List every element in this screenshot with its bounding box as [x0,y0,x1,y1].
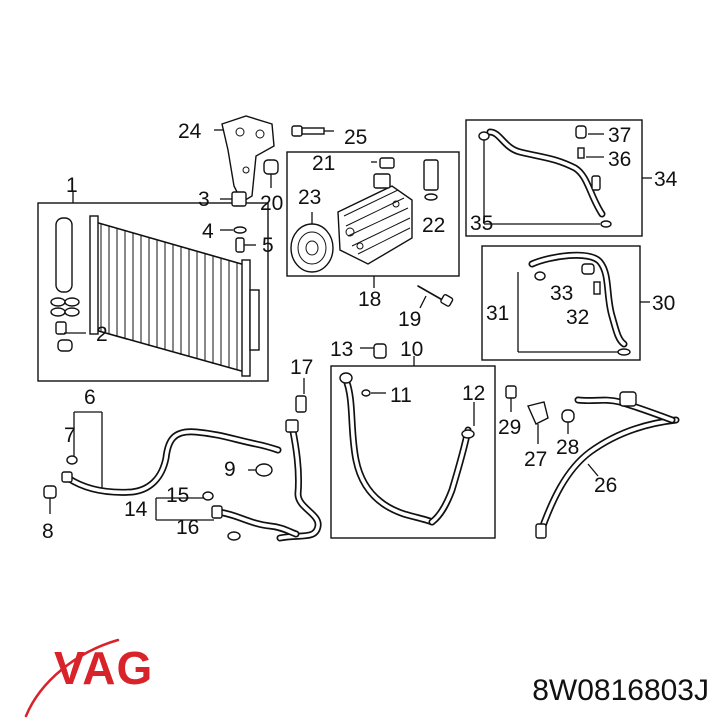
bracket-bolt [291,125,334,137]
callout-10: 10 [400,338,423,361]
bushing [263,159,279,188]
callout-20: 20 [260,192,283,215]
callout-35: 35 [470,212,493,235]
o-ring-4 [220,226,247,234]
condenser-right-tank [241,259,251,377]
compressor-group-frame [286,151,460,277]
callout-27: 27 [524,448,547,471]
condenser-group [37,192,269,382]
callout-13: 13 [330,338,353,361]
callout-18: 18 [358,288,381,311]
callout-25: 25 [344,126,367,149]
compressor-group [286,151,460,288]
callout-5: 5 [262,234,274,257]
callout-26: 26 [594,474,617,497]
callout-36: 36 [608,148,631,171]
compressor-bracket [214,115,275,203]
mount-bolt [360,343,387,359]
callout-16: 16 [176,516,199,539]
suction-hose-6 [43,411,282,514]
callout-29: 29 [498,416,521,439]
callout-6: 6 [84,386,96,409]
pressure-hose-26 [535,391,680,539]
pressure-hose-17 [276,378,322,542]
callout-14: 14 [124,498,148,521]
service-valve [235,237,256,253]
callout-33: 33 [550,282,573,305]
callout-21: 21 [312,152,335,175]
callout-15: 15 [166,484,189,507]
wire-connector [379,157,395,169]
part-number: 8W0816803J [532,674,709,707]
callout-3: 3 [198,188,210,211]
callout-12: 12 [462,382,485,405]
brand-name: VAG [54,642,153,694]
callout-37: 37 [608,124,631,147]
liquid-line-group [330,356,496,539]
compressor-pulley [290,223,334,273]
suction-line-group [465,119,652,237]
control-valve [423,159,439,191]
vag-logo: VAG [24,638,153,718]
callout-2: 2 [96,323,108,346]
clip-27 [527,401,549,444]
callout-28: 28 [556,436,579,459]
cap-28 [561,409,575,434]
callout-1: 1 [66,174,78,197]
callout-4: 4 [202,220,214,243]
callout-31: 31 [486,302,509,325]
dryer-cartridge [55,217,73,293]
pressure-sensor [220,191,247,207]
callout-22: 22 [422,214,445,237]
callout-30: 30 [652,292,675,315]
condenser-group-frame [37,202,269,382]
pressure-line-group [481,245,650,361]
long-bolt [417,285,454,309]
liquid-line-frame [330,365,496,539]
condenser-left-tank [89,215,99,335]
callout-17: 17 [290,356,313,379]
callout-24: 24 [178,120,202,143]
callout-9: 9 [224,458,236,481]
callout-34: 34 [654,168,678,191]
callout-7: 7 [64,424,76,447]
callout-8: 8 [42,520,54,543]
callout-labels: 1 2 3 4 5 6 7 8 9 10 11 12 13 14 15 16 1… [42,120,678,543]
callout-19: 19 [398,308,421,331]
callout-23: 23 [298,186,321,209]
hose-14-group [155,491,300,541]
valve-29 [505,385,517,412]
pressure-line-frame [481,245,641,361]
callout-32: 32 [566,306,589,329]
logo-swoosh [24,638,120,718]
callout-11: 11 [390,384,412,407]
